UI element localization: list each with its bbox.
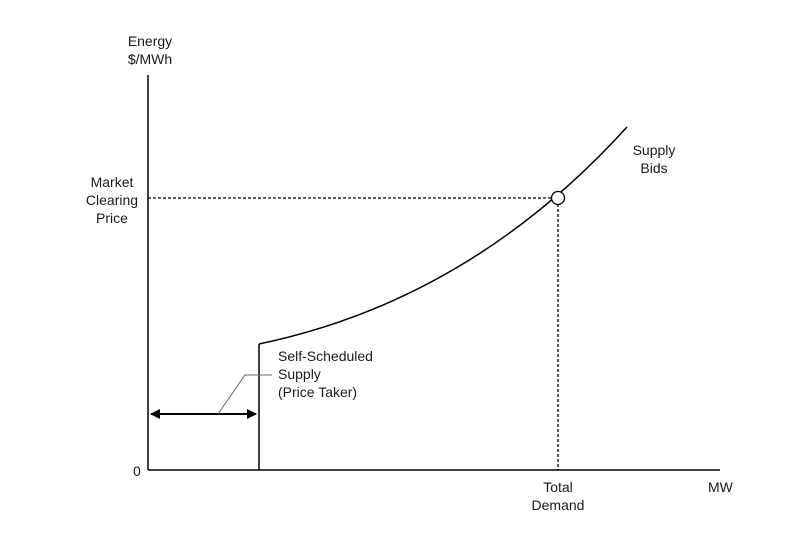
total-demand-label: Total Demand: [523, 478, 593, 514]
curve-label-line: Supply: [632, 142, 676, 158]
self-scheduled-label-line: Supply: [278, 366, 321, 382]
supply-bids-label: Supply Bids: [622, 141, 686, 177]
y-axis-label-line: Energy: [127, 33, 173, 49]
market-clearing-price-label: Market Clearing Price: [80, 173, 144, 227]
self-scheduled-label-line: (Price Taker): [278, 384, 358, 400]
x-axis-label: MW: [708, 479, 733, 495]
origin-label: 0: [133, 463, 141, 479]
supply-curve: [258, 126, 628, 345]
clearing-point: [550, 190, 566, 206]
y-axis-label-line: $/MWh: [127, 51, 173, 67]
y-axis-label: Energy $/MWh: [118, 32, 182, 68]
self-scheduled-label-line: Self-Scheduled: [278, 348, 373, 364]
price-label-line: Market: [90, 174, 134, 190]
demand-label-line: Demand: [531, 497, 585, 513]
self-scheduled-label: Self-Scheduled Supply (Price Taker): [278, 347, 373, 401]
price-label-line: Price: [96, 210, 128, 226]
leader-line: [217, 374, 272, 415]
price-label-line: Clearing: [85, 192, 139, 208]
curve-label-line: Bids: [640, 160, 668, 176]
demand-label-line: Total: [543, 479, 573, 495]
